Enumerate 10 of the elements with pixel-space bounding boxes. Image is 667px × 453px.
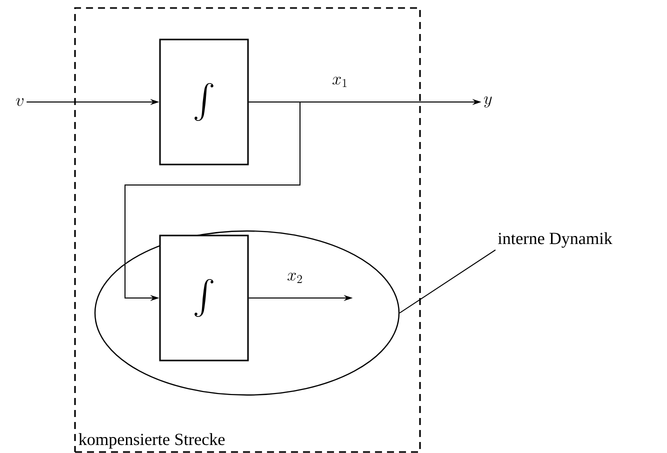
signal-label: $v$ [16, 98, 24, 106]
signal-label: $y$ [484, 96, 492, 108]
leader-line [399, 249, 496, 314]
annotation-label: interne Dynamik [498, 232, 612, 248]
edge-label: $x_1$ [331, 76, 349, 88]
boundary-label: kompensierte Strecke [78, 433, 225, 449]
edge-label: $x_2$ [286, 272, 304, 284]
integrator-box: $\int$ [159, 234, 249, 362]
integrator-box: $\int$ [159, 38, 249, 166]
ellipse [94, 230, 400, 396]
